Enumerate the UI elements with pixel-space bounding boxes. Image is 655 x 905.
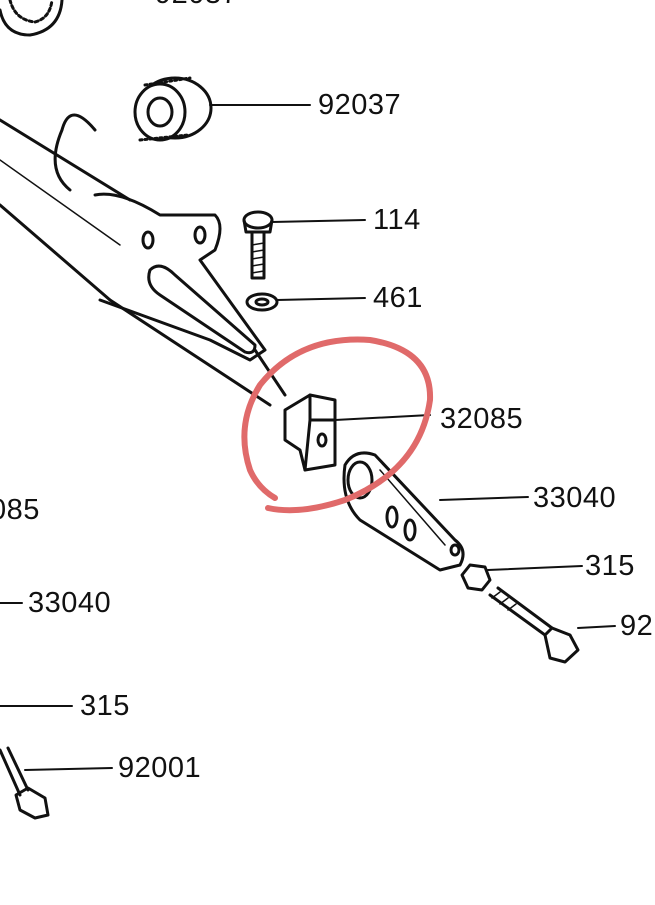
label-315: 315 — [585, 550, 635, 582]
label-top-cut: 92037 — [155, 0, 238, 9]
label-32085: 32085 — [440, 403, 524, 435]
bracket-33040 — [342, 451, 529, 572]
grommet-92037 — [133, 76, 311, 142]
label-33040: 33040 — [533, 482, 617, 514]
label-92037: 92037 — [318, 89, 402, 121]
label-left-33040: 33040 — [28, 587, 112, 619]
label-92001: 92001 — [118, 752, 202, 784]
label-left-085: 085 — [0, 494, 40, 526]
label-114: 114 — [373, 204, 421, 236]
grommet-top-cut — [0, 0, 64, 37]
nut-315 — [460, 563, 583, 592]
bolt-92001 — [0, 746, 113, 820]
label-461: 461 — [373, 282, 423, 314]
red-annotation-circle — [241, 336, 434, 514]
washer-461 — [245, 292, 366, 312]
label-left-315: 315 — [80, 690, 130, 722]
label-92-cut: 92 — [620, 610, 654, 642]
stand-tube — [0, 113, 287, 407]
bolt-92 — [488, 586, 616, 664]
bolt-114 — [242, 210, 366, 280]
block-32085 — [283, 393, 431, 472]
